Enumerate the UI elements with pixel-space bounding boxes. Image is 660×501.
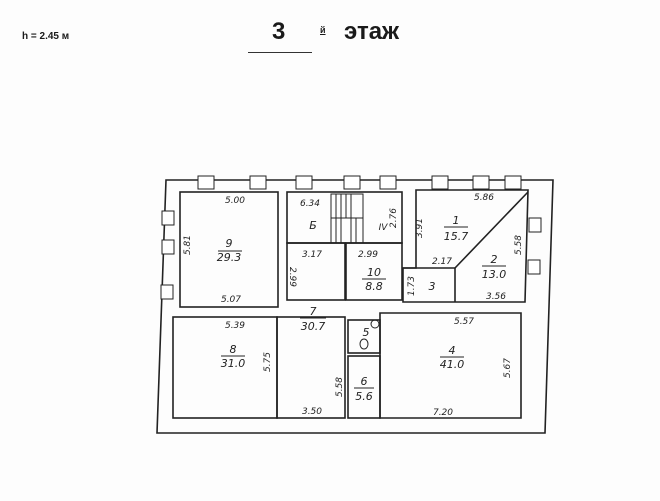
- svg-text:IV: IV: [379, 223, 389, 233]
- toilet-icon: [359, 338, 369, 350]
- svg-text:15.7: 15.7: [444, 230, 469, 243]
- title-underline: [248, 52, 312, 53]
- svg-text:13.0: 13.0: [482, 268, 507, 281]
- svg-text:5.86: 5.86: [474, 193, 494, 203]
- floor-word: этаж: [344, 18, 400, 45]
- svg-text:5.00: 5.00: [225, 196, 245, 206]
- svg-text:5.67: 5.67: [503, 358, 513, 378]
- floor-suffix: й: [320, 25, 326, 35]
- svg-text:5.57: 5.57: [454, 317, 474, 327]
- room-1-2: [402, 189, 529, 303]
- staircase: [330, 193, 364, 244]
- room-10: [345, 242, 403, 301]
- outer-wall: [156, 179, 554, 434]
- svg-text:31.0: 31.0: [221, 357, 246, 370]
- svg-text:6: 6: [361, 375, 368, 388]
- svg-text:5.81: 5.81: [183, 235, 193, 255]
- svg-text:1: 1: [453, 214, 460, 227]
- corridor-upper: [286, 242, 346, 301]
- svg-text:8.8: 8.8: [365, 280, 383, 293]
- dimension-labels: 5.00 5.81 5.07 6.34 2.76 IV 3.17 2.99 2.…: [183, 193, 524, 418]
- svg-text:1.73: 1.73: [407, 276, 417, 296]
- svg-text:5: 5: [363, 326, 370, 339]
- svg-text:7.20: 7.20: [433, 408, 453, 418]
- svg-text:7: 7: [310, 305, 317, 318]
- svg-text:2.76: 2.76: [389, 208, 399, 228]
- floor-number: 3: [272, 18, 286, 45]
- room-labels: 9 29.3 Б 10 8.8 1 15.7 2 13.0 3 7 30.7 8…: [217, 214, 507, 403]
- room-7: [276, 316, 346, 419]
- svg-text:5.6: 5.6: [355, 390, 373, 403]
- svg-text:41.0: 41.0: [440, 358, 465, 371]
- svg-text:5.07: 5.07: [221, 295, 241, 305]
- svg-text:3.91: 3.91: [415, 218, 425, 238]
- toilet-fixture-icon: [370, 319, 380, 329]
- svg-text:5.58: 5.58: [514, 235, 524, 255]
- svg-text:5.58: 5.58: [335, 377, 345, 397]
- svg-text:30.7: 30.7: [301, 320, 326, 333]
- svg-text:8: 8: [230, 343, 237, 356]
- svg-text:2.17: 2.17: [432, 257, 452, 267]
- svg-text:3: 3: [429, 280, 436, 293]
- svg-text:6.34: 6.34: [300, 199, 320, 209]
- svg-text:5.75: 5.75: [263, 352, 273, 372]
- svg-text:3.17: 3.17: [302, 250, 322, 260]
- svg-text:9: 9: [226, 237, 233, 250]
- room-9: [179, 191, 279, 308]
- svg-text:Б: Б: [309, 219, 317, 232]
- ceiling-height: h = 2.45 м: [22, 31, 70, 42]
- windows: [160, 175, 542, 300]
- svg-text:10: 10: [367, 266, 381, 279]
- svg-text:5.39: 5.39: [225, 321, 245, 331]
- svg-text:2: 2: [491, 253, 498, 266]
- svg-text:29.3: 29.3: [217, 251, 242, 264]
- room-4: [379, 312, 522, 419]
- svg-text:4: 4: [449, 344, 456, 357]
- svg-text:3.50: 3.50: [302, 407, 322, 417]
- svg-text:2.99: 2.99: [358, 250, 378, 260]
- svg-text:3.56: 3.56: [486, 292, 506, 302]
- svg-text:2.99: 2.99: [287, 267, 297, 287]
